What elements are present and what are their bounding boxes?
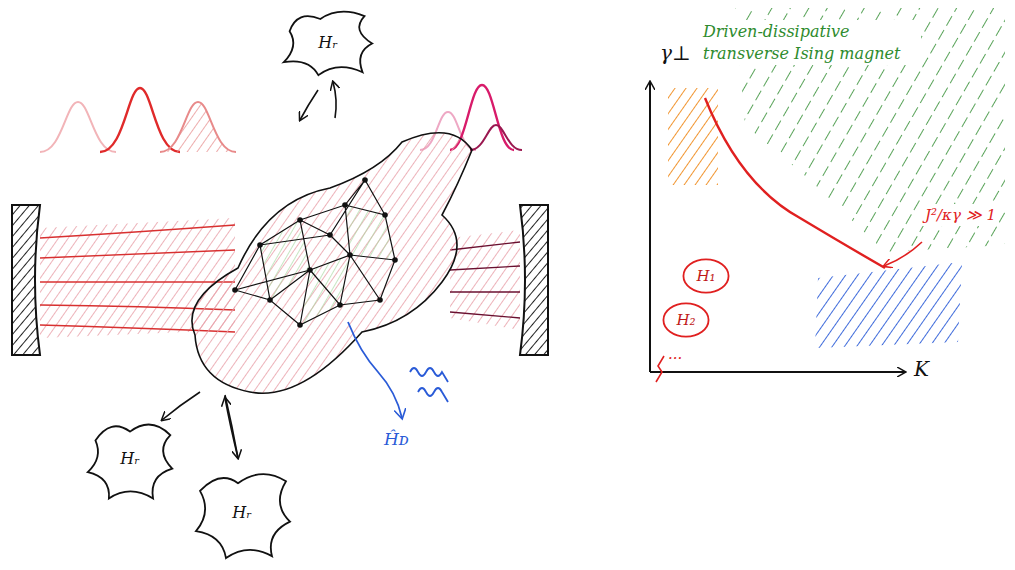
hamiltonian-circle: H₂ (662, 302, 710, 338)
node-text: Hᵣ (318, 33, 338, 52)
bath-blob: Hᵣ (82, 414, 178, 502)
blue-region (815, 262, 962, 348)
cavity-beam (450, 230, 520, 330)
mirror (520, 205, 548, 355)
axis-label: K (914, 356, 929, 383)
drive-label: Ĥᴅ (384, 428, 409, 451)
axis-break (656, 356, 664, 382)
hamiltonian-circle: H₁ (682, 258, 730, 294)
bath-blob: Hᵣ (280, 6, 376, 78)
axis-label: γ⊥ (660, 40, 691, 67)
bath-blob: Hᵣ (192, 464, 292, 560)
orange-region (668, 88, 718, 185)
node-text: H₁ (696, 267, 715, 285)
coupling-arrows (162, 82, 336, 458)
spin-graph (232, 177, 398, 328)
drive-arrow (348, 322, 448, 418)
mirror (12, 205, 40, 355)
leader-line (884, 242, 922, 266)
region-label: Driven-dissipative transverse Ising magn… (700, 20, 921, 65)
beam-lines (450, 242, 520, 318)
node-text: Hᵣ (232, 503, 252, 522)
axes (650, 82, 905, 372)
node-text: H₂ (676, 311, 695, 329)
ellipsis: ... (668, 344, 682, 364)
atom-cloud (192, 133, 472, 394)
condition-label: J²/κγ ≫ 1 (922, 204, 999, 226)
node-text: Hᵣ (120, 449, 140, 468)
phase-boundary (705, 98, 885, 268)
